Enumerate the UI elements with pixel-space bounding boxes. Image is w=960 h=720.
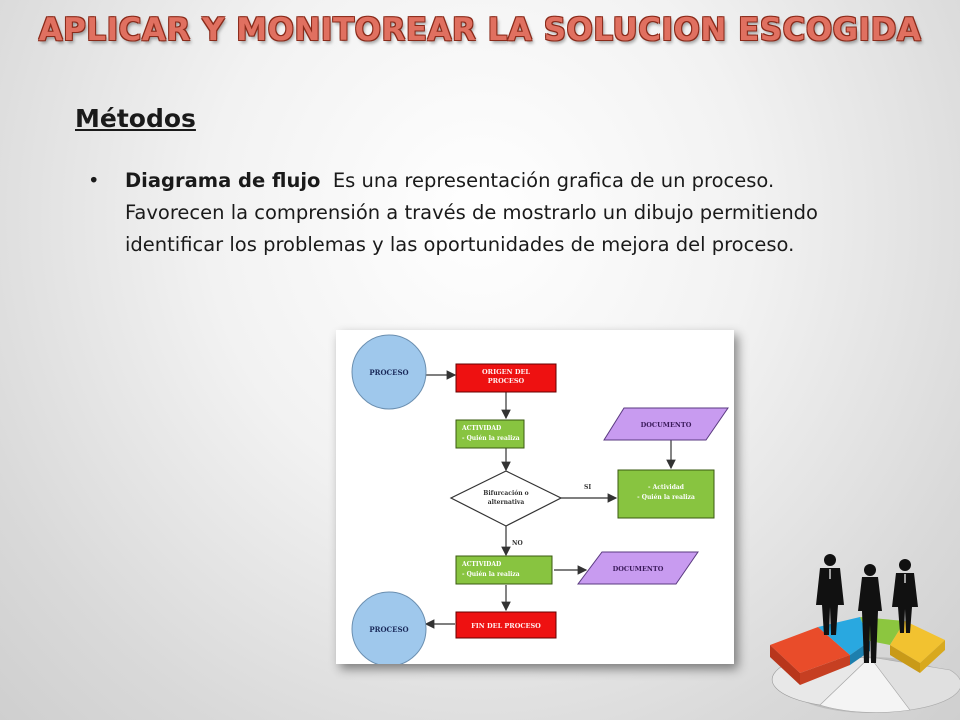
side-activity-box: - Actividad - Quién la realiza — [617, 469, 715, 519]
activity-box-1: ACTIVIDAD - Quién la realiza — [455, 419, 525, 449]
end-circle-label: PROCESO — [369, 625, 408, 634]
activity-box-1-shape — [455, 419, 525, 449]
document-1-shape — [603, 407, 729, 441]
side-activity-shape — [617, 469, 715, 519]
end-circle-shape — [351, 591, 427, 664]
start-circle-label: PROCESO — [369, 368, 408, 377]
slide-title: APLICAR Y MONITOREAR LA SOLUCION ESCOGID… — [38, 12, 922, 48]
start-circle: PROCESO — [351, 334, 427, 410]
origin-label-1: ORIGEN DEL — [482, 368, 530, 376]
flowchart-diagram: PROCESO ORIGEN DEL PROCESO ACTIVIDAD - Q… — [351, 334, 729, 664]
origin-label-2: PROCESO — [488, 377, 525, 385]
bullet-term: Diagrama de flujo — [125, 169, 321, 192]
connectors — [424, 370, 676, 629]
activity-1-who: - Quién la realiza — [462, 435, 520, 442]
origin-box: ORIGEN DEL PROCESO — [455, 363, 557, 393]
activity-2-who: - Quién la realiza — [462, 571, 520, 578]
document-1-label: DOCUMENTO — [641, 421, 692, 429]
decision-label-2: alternativa — [488, 499, 525, 506]
origin-box-shape — [455, 363, 557, 393]
bullet-marker: • — [88, 169, 100, 192]
yes-label: SI — [584, 484, 591, 491]
activity-box-2-shape — [455, 555, 553, 585]
decision-label-1: Bifurcación o — [483, 490, 528, 497]
document-2-label: DOCUMENTO — [613, 565, 664, 573]
activity-box-2: ACTIVIDAD - Quién la realiza — [455, 555, 553, 585]
section-heading: Métodos — [75, 104, 196, 133]
bullet-description: Es una representación grafica de un proc… — [125, 169, 818, 256]
decision-diamond: Bifurcación o alternativa — [449, 470, 563, 527]
document-2-shape — [577, 551, 699, 585]
activity-1-title: ACTIVIDAD — [461, 425, 501, 432]
end-circle: PROCESO — [351, 591, 427, 664]
side-activity-1: - Actividad — [648, 484, 685, 491]
document-1: DOCUMENTO — [603, 407, 729, 441]
side-activity-2: - Quién la realiza — [637, 494, 695, 501]
flowchart-image: PROCESO ORIGEN DEL PROCESO ACTIVIDAD - Q… — [336, 330, 734, 664]
end-label: FIN DEL PROCESO — [471, 622, 541, 630]
no-label: NO — [512, 540, 523, 547]
bullet-text: Diagrama de flujo Es una representación … — [125, 165, 845, 261]
activity-2-title: ACTIVIDAD — [461, 561, 501, 568]
business-people-pie-icon — [770, 554, 960, 713]
end-box-shape — [455, 611, 557, 639]
document-2: DOCUMENTO — [577, 551, 699, 585]
start-circle-shape — [351, 334, 427, 410]
end-box: FIN DEL PROCESO — [455, 611, 557, 639]
decision-shape — [449, 470, 563, 527]
